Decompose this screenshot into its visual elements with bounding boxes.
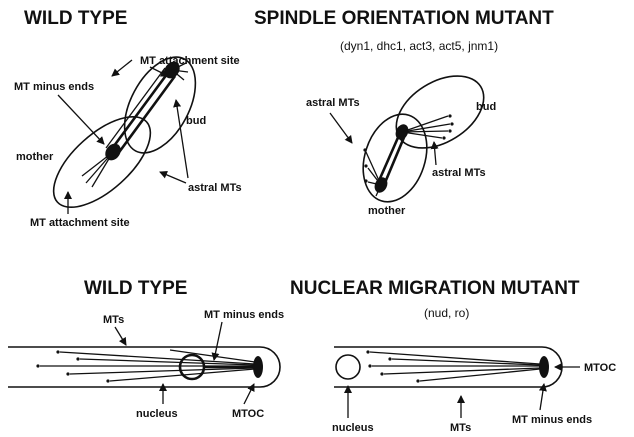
label-mt-attachment-site: MT attachment site: [140, 55, 240, 67]
astral-mts: [363, 114, 453, 196]
label-mt-minus-ends: MT minus ends: [14, 81, 94, 93]
arrow: [540, 384, 544, 410]
arrow: [160, 172, 186, 183]
mother-cell: [39, 101, 166, 223]
label-mt-attachment-site-bottom: MT attachment site: [30, 217, 130, 229]
panel-title: SPINDLE ORIENTATION MUTANT: [254, 8, 554, 29]
panel-subtitle: (dyn1, dhc1, act3, act5, jnm1): [340, 39, 498, 53]
label-nucleus: nucleus: [332, 422, 374, 434]
label-mother: mother: [368, 205, 406, 217]
label-nucleus: nucleus: [136, 408, 178, 420]
panel-nuclear-migration-mutant: NUCLEAR MIGRATION MUTANT (nud, ro) MTOC …: [290, 278, 616, 434]
arrow: [115, 327, 126, 345]
mts: [36, 350, 255, 383]
label-mt-minus-ends: MT minus ends: [512, 414, 592, 426]
panel-subtitle: (nud, ro): [424, 306, 469, 320]
mtoc: [539, 356, 549, 378]
label-mtoc: MTOC: [232, 408, 264, 420]
panel-title: WILD TYPE: [84, 278, 187, 299]
arrow: [176, 100, 188, 178]
arrow: [58, 95, 104, 144]
label-mts: MTs: [103, 314, 124, 326]
label-astral-mts: astral MTs: [432, 167, 486, 179]
label-astral-mts: astral MTs: [306, 97, 360, 109]
panel-title: WILD TYPE: [24, 8, 127, 29]
mts: [366, 350, 540, 382]
panel-wild-type-hypha: WILD TYPE MTs MT minus ends nucleus MTOC: [8, 278, 284, 420]
arrow: [330, 113, 352, 143]
arrow: [112, 60, 132, 76]
panel-wild-type-spindle: WILD TYPE MT attachment site MT minus en…: [14, 8, 242, 229]
label-mtoc: MTOC: [584, 362, 616, 374]
label-bud: bud: [186, 115, 206, 127]
arrow: [434, 142, 436, 165]
arrow: [214, 322, 222, 360]
mtoc: [253, 356, 263, 378]
nucleus: [336, 355, 360, 379]
label-mt-minus-ends: MT minus ends: [204, 309, 284, 321]
label-mts: MTs: [450, 422, 471, 434]
label-bud: bud: [476, 101, 496, 113]
panel-title: NUCLEAR MIGRATION MUTANT: [290, 278, 580, 299]
panel-spindle-orientation-mutant: SPINDLE ORIENTATION MUTANT (dyn1, dhc1, …: [254, 8, 554, 217]
label-mother: mother: [16, 151, 54, 163]
label-astral-mts: astral MTs: [188, 182, 242, 194]
